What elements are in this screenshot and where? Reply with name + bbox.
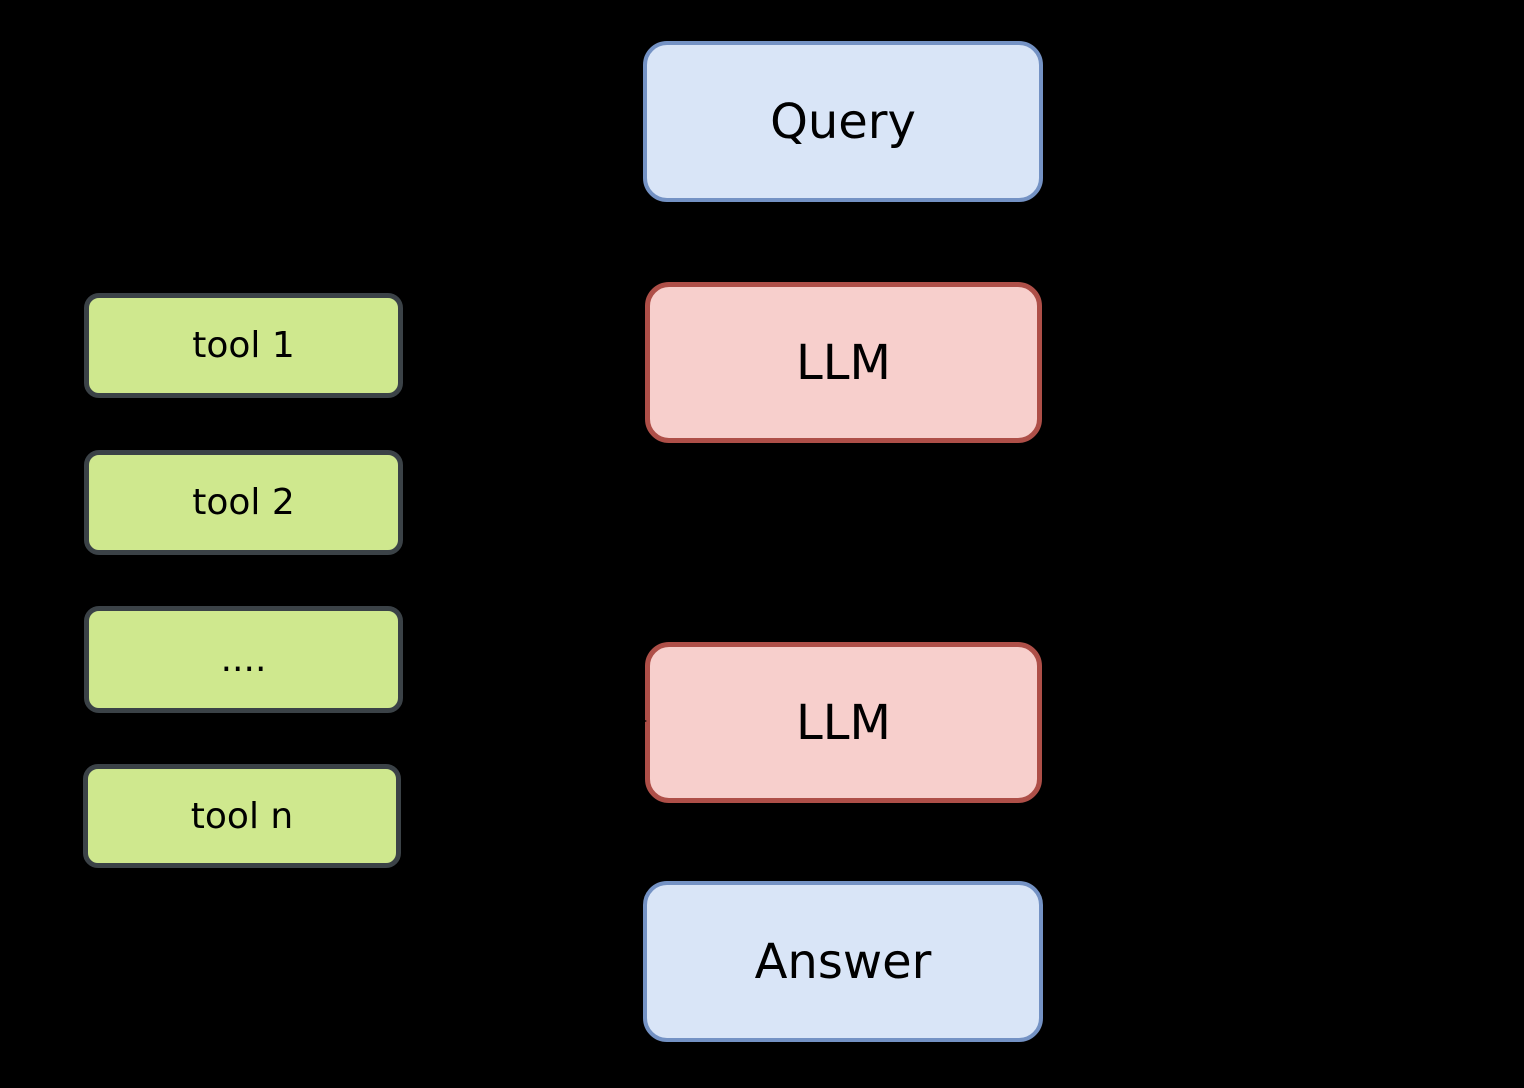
tool-node-2-label: tool 2 — [192, 482, 295, 523]
answer-node-label: Answer — [754, 933, 932, 990]
llm-node-1-label: LLM — [796, 334, 891, 391]
tool-node-1: tool 1 — [84, 293, 403, 398]
arrowhead-icon — [636, 716, 647, 726]
query-node-label: Query — [770, 93, 916, 150]
tool-node-n: tool n — [83, 764, 401, 868]
llm-node-1: LLM — [645, 282, 1042, 443]
tool-node-ellipsis: .... — [84, 606, 403, 713]
tool-node-n-label: tool n — [190, 795, 294, 837]
llm-node-2-label: LLM — [796, 694, 891, 751]
llm-node-2: LLM — [645, 642, 1042, 803]
tool-node-1-label: tool 1 — [192, 325, 295, 366]
answer-node: Answer — [643, 881, 1043, 1042]
query-node: Query — [643, 41, 1043, 202]
tool-node-2: tool 2 — [84, 450, 403, 555]
tool-node-ellipsis-label: .... — [220, 639, 267, 680]
